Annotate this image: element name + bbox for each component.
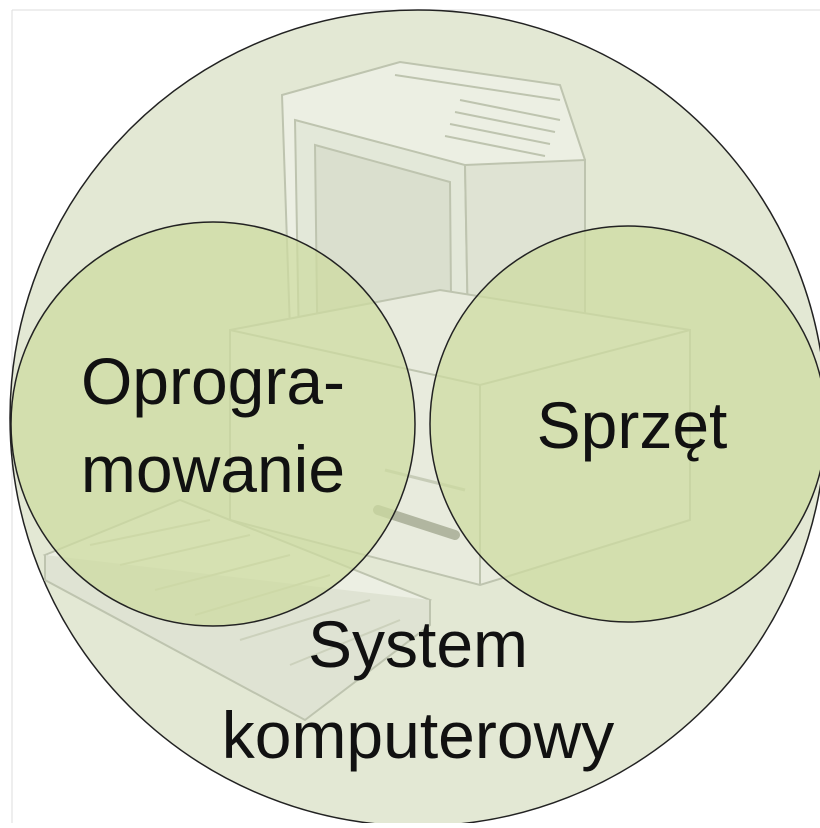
- software-label-line-2: mowanie: [81, 432, 345, 506]
- software-label-line-1: Oprogra-: [81, 344, 345, 418]
- system-label-line-2: komputerowy: [222, 698, 615, 772]
- system-label-line-1: System: [308, 607, 528, 681]
- circle-hardware: [429, 225, 820, 623]
- hardware-label: Sprzęt: [537, 388, 728, 462]
- circle-software: [10, 221, 416, 627]
